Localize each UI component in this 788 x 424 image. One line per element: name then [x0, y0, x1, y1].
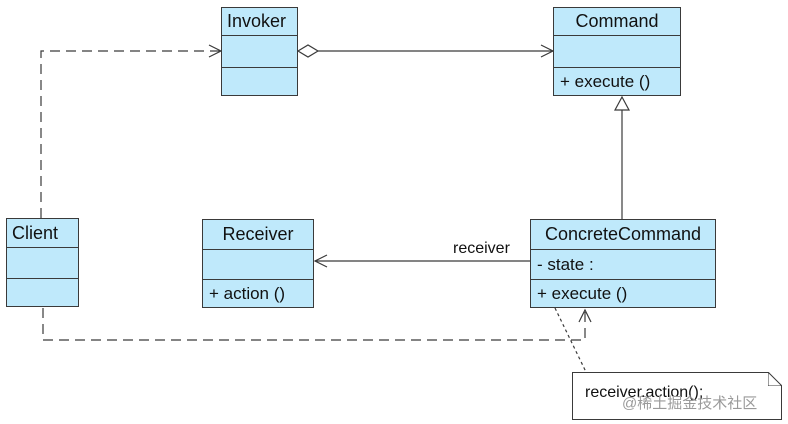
- class-concretecommand[interactable]: ConcreteCommand - state : + execute (): [530, 219, 716, 308]
- class-client[interactable]: Client: [6, 218, 79, 307]
- class-receiver[interactable]: Receiver + action (): [202, 219, 314, 308]
- dependency-client-invoker: [40, 44, 223, 218]
- class-client-name: Client: [12, 223, 59, 243]
- class-concretecommand-operations: + execute (): [531, 279, 715, 307]
- dependency-client-concretecommand: [42, 308, 592, 341]
- class-receiver-name: Receiver: [222, 224, 294, 244]
- aggregation-invoker-command: [296, 44, 555, 58]
- aggregation-diamond: [296, 44, 320, 58]
- class-receiver-operations: + action (): [203, 279, 313, 307]
- arrowhead-open: [578, 308, 592, 323]
- note-box[interactable]: receiver.action();: [572, 372, 782, 420]
- generalization-concretecommand-command: [613, 95, 631, 219]
- operation-execute: + execute (): [560, 72, 651, 91]
- arrowhead-open: [313, 254, 328, 268]
- note-text: receiver.action();: [585, 384, 704, 401]
- class-command-name: Command: [575, 11, 659, 31]
- class-concretecommand-name: ConcreteCommand: [544, 224, 702, 244]
- class-invoker[interactable]: Invoker: [221, 7, 298, 96]
- class-command-attributes: [554, 35, 680, 67]
- generalization-triangle: [613, 95, 631, 111]
- note-fold-corner: [768, 372, 782, 386]
- class-invoker-attributes: [222, 35, 297, 67]
- class-command-operations: + execute (): [554, 67, 680, 95]
- class-concretecommand-attributes: - state :: [531, 249, 715, 279]
- association-concretecommand-receiver: [313, 254, 530, 268]
- class-client-operations: [7, 278, 78, 306]
- attribute-state: - state :: [537, 255, 594, 274]
- operation-action: + action (): [209, 284, 286, 303]
- class-invoker-operations: [222, 67, 297, 95]
- class-command[interactable]: Command + execute (): [553, 7, 681, 96]
- operation-execute: + execute (): [537, 284, 628, 303]
- watermark-text: @稀土掘金技术社区: [622, 395, 758, 412]
- class-invoker-name: Invoker: [227, 11, 287, 31]
- association-role-label: receiver: [453, 240, 510, 257]
- class-client-attributes: [7, 247, 78, 278]
- class-receiver-attributes: [203, 249, 313, 279]
